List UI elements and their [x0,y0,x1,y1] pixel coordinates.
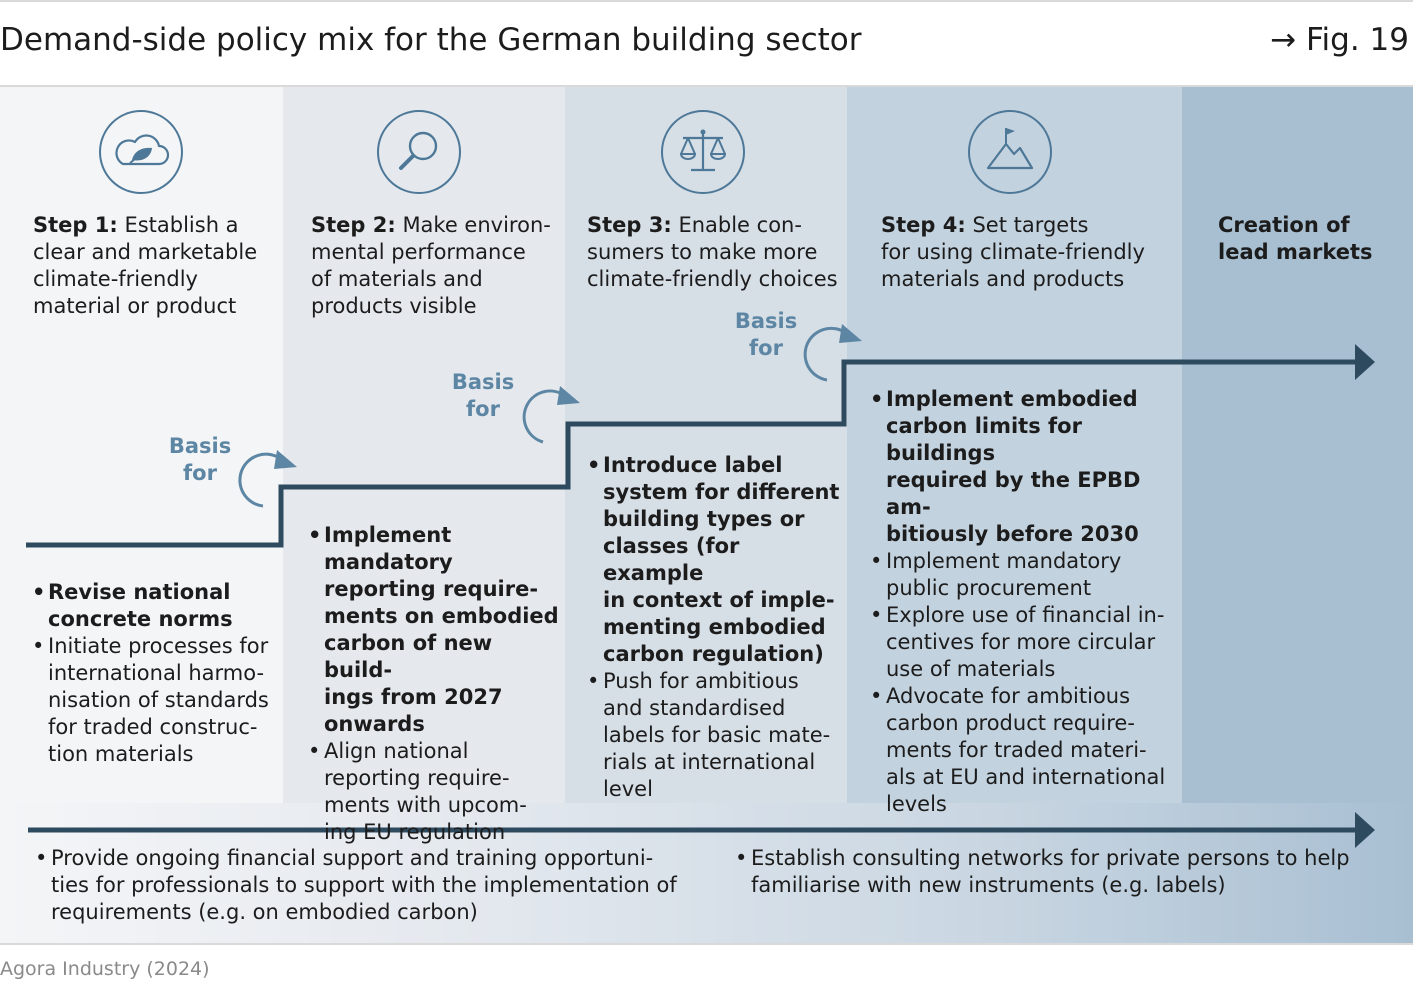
lead-markets-line: Creation of [1218,213,1350,237]
step-3-label: Step 3: [587,213,672,237]
step-3-text: Step 3: Enable con- sumers to make more … [587,212,838,293]
step-2-line: Make environ- [395,213,551,237]
step-2-label: Step 2: [311,213,396,237]
scales-icon [661,110,745,194]
lead-markets-text: Creation of lead markets [1218,212,1373,266]
step-2-line: mental performance [311,240,526,264]
step-1-line: climate-friendly [33,267,198,291]
top-rule [0,0,1413,2]
lead-markets-line: lead markets [1218,240,1373,264]
basis-label-word: Basis [168,434,232,458]
staircase-line [26,359,1358,548]
basis-label-2: Basis for [451,369,515,423]
cross-cutting-arrowhead [1355,812,1375,848]
basis-label-word: for [183,461,217,485]
header-divider [0,85,1413,87]
footer-divider [0,943,1413,945]
staircase-arrowhead [1355,344,1375,380]
basis-loop-2 [522,386,580,444]
mountain-flag-icon [968,110,1052,194]
step-2-text: Step 2: Make environ- mental performance… [311,212,551,320]
step-3-line: climate-friendly choices [587,267,838,291]
step-4-label: Step 4: [881,213,966,237]
step-2-line: of materials and [311,267,483,291]
cross-cutting-measures-right: Establish consulting networks for privat… [735,845,1375,899]
basis-label-word: Basis [451,370,515,394]
step-1-text: Step 1: Establish a clear and marketable… [33,212,257,320]
step-3-line: sumers to make more [587,240,818,264]
step-1-label: Step 1: [33,213,118,237]
basis-label-1: Basis for [168,433,232,487]
basis-label-word: for [749,336,783,360]
list-item: Provide ongoing financial support and tr… [35,845,715,926]
figure-reference: → Fig. 19 [1270,22,1409,58]
step-1-line: material or product [33,294,237,318]
list-item: Explore use of financial in-centives for… [870,602,1180,683]
basis-label-word: for [466,397,500,421]
basis-loop-1 [238,450,297,508]
step-1-line: clear and marketable [33,240,258,264]
basis-label-word: Basis [734,309,798,333]
lead-markets-column [1182,87,1413,803]
step-4-line: Set targets [965,213,1089,237]
source-credit: Agora Industry (2024) [0,958,210,980]
step-3-line: Enable con- [671,213,802,237]
step-4-text: Step 4: Set targets for using climate-fr… [881,212,1145,293]
magnifier-icon [377,110,461,194]
step-1-line: Establish a [117,213,239,237]
cross-cutting-measures-left: Provide ongoing financial support and tr… [35,845,715,926]
figure-title: Demand-side policy mix for the German bu… [0,22,862,58]
list-item: Establish consulting networks for privat… [735,845,1375,899]
step-2-line: products visible [311,294,477,318]
step-4-line: for using climate-friendly [881,240,1145,264]
basis-loop-3 [803,324,862,382]
cloud-leaf-icon [99,110,183,194]
basis-label-3: Basis for [734,308,798,362]
step-4-line: materials and products [881,267,1125,291]
